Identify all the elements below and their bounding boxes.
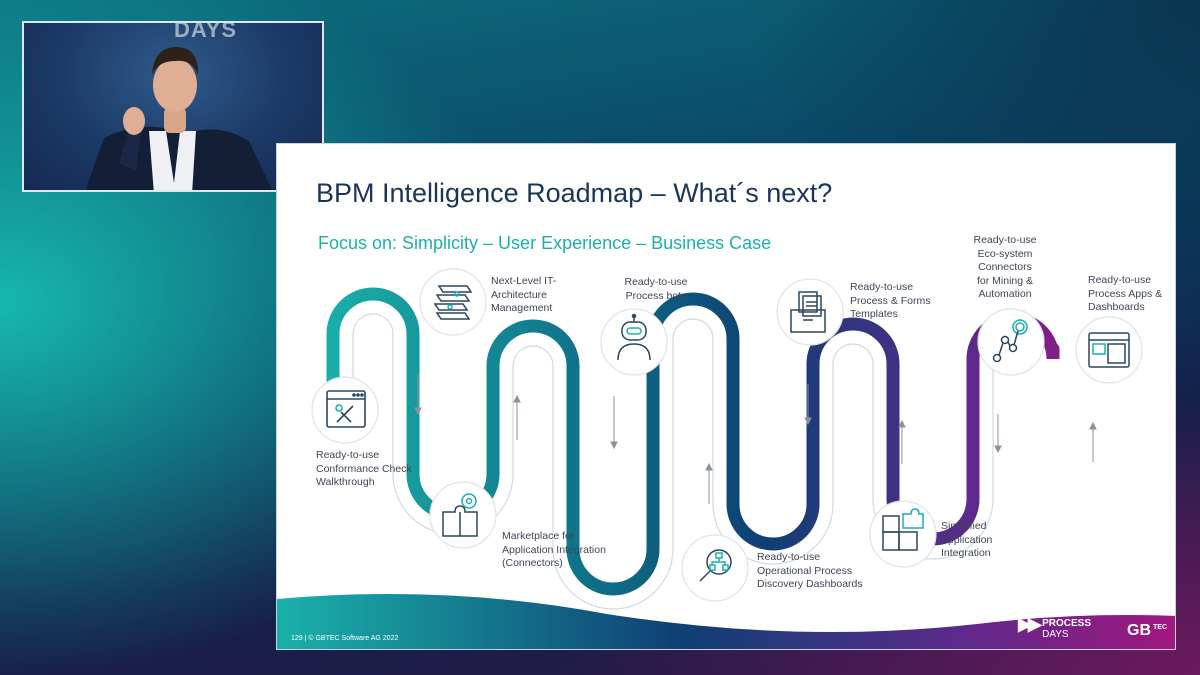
- label-line: Architecture: [491, 289, 556, 303]
- logo-process-text: PROCESS: [1042, 618, 1091, 629]
- logo-gb-text: GB: [1127, 622, 1151, 639]
- milestone-ecosystem-connectors: Ready-to-use Eco-system Connectors for M…: [962, 234, 1048, 302]
- milestone-application-integration: Simplified Application Integration: [941, 520, 992, 561]
- label-line: Ready-to-use: [757, 551, 863, 565]
- milestone-conformance-check: Ready-to-use Conformance Check Walkthrou…: [316, 449, 412, 490]
- label-line: Walkthrough: [316, 476, 412, 490]
- label-line: Process bots: [613, 290, 699, 304]
- label-line: for Mining &: [962, 275, 1048, 289]
- milestone-process-bots: Ready-to-use Process bots: [613, 276, 699, 303]
- label-line: Process & Forms: [850, 295, 931, 309]
- label-line: Dashboards: [1088, 301, 1162, 315]
- label-line: Next-Level IT-: [491, 275, 556, 289]
- milestone-process-templates: Ready-to-use Process & Forms Templates: [850, 281, 931, 322]
- label-line: Ready-to-use: [613, 276, 699, 290]
- label-line: Application: [941, 534, 992, 548]
- label-line: Ready-to-use: [1088, 274, 1162, 288]
- label-line: Conformance Check: [316, 463, 412, 477]
- roadmap-path: [277, 144, 1176, 650]
- logo-tec-text: TEC: [1153, 624, 1167, 631]
- milestone-process-apps: Ready-to-use Process Apps & Dashboards: [1088, 274, 1162, 315]
- presentation-slide: BPM Intelligence Roadmap – What´s next? …: [276, 143, 1176, 650]
- slide-footer-text: 129 | © GBTEC Software AG 2022: [291, 635, 398, 642]
- label-line: Application Integration: [502, 544, 606, 558]
- label-line: Eco-system: [962, 248, 1048, 262]
- label-line: Discovery Dashboards: [757, 578, 863, 592]
- process-days-chevron-icon: ▶▶: [1018, 619, 1038, 630]
- label-line: Ready-to-use: [850, 281, 931, 295]
- label-line: Process Apps &: [1088, 288, 1162, 302]
- label-line: Simplified: [941, 520, 992, 534]
- label-line: Connectors: [962, 261, 1048, 275]
- label-line: Marketplace for: [502, 530, 606, 544]
- milestone-discovery-dashboards: Ready-to-use Operational Process Discove…: [757, 551, 863, 592]
- label-line: Automation: [962, 288, 1048, 302]
- label-line: Management: [491, 302, 556, 316]
- label-line: Operational Process: [757, 565, 863, 579]
- logo-days-text: DAYS: [1042, 629, 1091, 640]
- milestone-marketplace: Marketplace for Application Integration …: [502, 530, 606, 571]
- milestone-it-architecture: Next-Level IT- Architecture Management: [491, 275, 556, 316]
- label-line: Ready-to-use: [962, 234, 1048, 248]
- process-days-logo: ▶▶ PROCESS DAYS: [1042, 618, 1091, 640]
- label-line: Integration: [941, 547, 992, 561]
- label-line: (Connectors): [502, 557, 606, 571]
- label-line: Ready-to-use: [316, 449, 412, 463]
- label-line: Templates: [850, 308, 931, 322]
